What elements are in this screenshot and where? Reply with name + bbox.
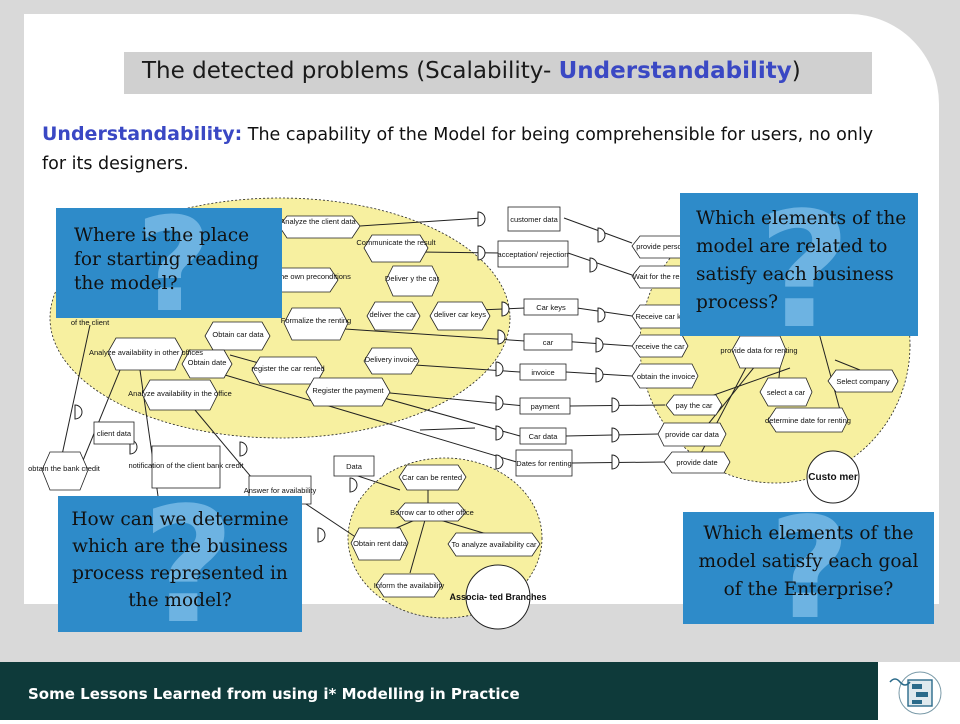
task-borrow-car: Borrow car to other office <box>390 508 474 517</box>
callout-how-determine-text: How can we determine which are the busin… <box>71 509 289 611</box>
dependency-marker <box>497 329 506 345</box>
task-obtain-date: Obtain date <box>188 358 227 367</box>
resource-client-data: client data <box>97 429 132 438</box>
logo-box <box>878 662 960 720</box>
dependency-marker <box>495 395 504 411</box>
question-mark-icon: ? <box>769 512 851 624</box>
callout-where-start: ? Where is the place for starting readin… <box>56 208 282 318</box>
task-provide-data-renting: provide data for renting <box>720 346 797 355</box>
definition-text: The capability of the Model for being co… <box>42 125 874 174</box>
footer-text: Some Lessons Learned from using i* Model… <box>28 685 520 703</box>
dependency-marker <box>317 527 326 543</box>
dependency-marker <box>495 425 504 441</box>
dependency-marker <box>495 361 504 377</box>
resource-car-data: Car data <box>529 432 559 441</box>
task-obtain-rent-data: Obtain rent data <box>353 539 408 548</box>
branches-actor-label: Associa- ted Branches <box>449 592 546 602</box>
dependency-marker <box>597 307 606 323</box>
task-select-car: select a car <box>767 388 806 397</box>
question-mark-icon: ? <box>136 208 212 318</box>
resource-answer-availability: Answer for availability <box>244 486 317 495</box>
definition-term: Understandability: <box>42 123 243 145</box>
dependency-marker <box>611 454 620 470</box>
task-deliver-car: deliver the car <box>369 310 417 319</box>
resource-invoice: invoice <box>531 368 554 377</box>
task-register-car-rented: register the car rented <box>251 364 324 373</box>
dependency-marker <box>589 257 598 273</box>
task-delivery-invoice: Delivery invoice <box>365 355 418 364</box>
question-mark-icon: ? <box>142 496 235 632</box>
dependency-marker <box>595 337 604 353</box>
task-wait-result: Wait for the result <box>633 272 692 281</box>
dependency-marker <box>477 211 486 227</box>
resource-data: Data <box>346 462 363 471</box>
task-provide-car-data: provide car data <box>665 430 720 439</box>
dependency-marker <box>595 367 604 383</box>
callout-which-related-text: Which elements of the model are related … <box>696 208 907 313</box>
task-inform-availability: Inform the availability <box>374 581 445 590</box>
question-mark-icon: ? <box>758 193 851 336</box>
task-of-the-client: of the client <box>71 318 110 327</box>
task-register-payment: Register the payment <box>312 386 384 395</box>
task-receive-car: receive the car <box>635 342 685 351</box>
task-analyze-client-data: Analyze the client data <box>280 217 356 226</box>
task-provide-personal: provide personal <box>636 242 692 251</box>
method-logo-icon <box>889 671 942 715</box>
callout-which-related: ? Which elements of the model are relate… <box>680 193 918 336</box>
dependency-marker <box>495 454 504 470</box>
slide-title: The detected problems (Scalability- Unde… <box>142 58 801 84</box>
title-bar <box>124 52 872 94</box>
dependency-marker <box>239 441 248 457</box>
customer-actor <box>806 450 860 504</box>
callout-which-goal: ? Which elements of the model satisfy ea… <box>683 512 934 624</box>
task-deliver-car-keys: deliver car keys <box>434 310 486 319</box>
task-deliver-the-car-top: Deliver y the car <box>385 274 440 283</box>
task-select-company: Select company <box>836 377 890 386</box>
dependency-marker <box>611 427 620 443</box>
dependency-marker <box>349 477 358 493</box>
task-car-can-be-rented: Car can be rented <box>402 473 462 482</box>
task-receive-car-keys: Receive car keys <box>635 312 692 321</box>
callout-which-goal-text: Which elements of the model satisfy each… <box>698 523 919 600</box>
task-communicate-result: Communicate the result <box>356 238 436 247</box>
dependency-marker <box>477 245 486 261</box>
resource-car: car <box>543 338 554 347</box>
task-formalize-renting: Formalize the renting <box>281 316 351 325</box>
dependency-marker <box>501 301 510 317</box>
dependency-marker <box>597 227 606 243</box>
dependency-marker <box>611 397 620 413</box>
dependency-marker <box>74 404 83 420</box>
task-pay-car: pay the car <box>675 401 713 410</box>
customer-actor-label: Custo mer <box>808 472 858 483</box>
callout-how-determine: ? How can we determine which are the bus… <box>58 496 302 632</box>
resource-payment: payment <box>531 402 561 411</box>
task-provide-date: provide date <box>676 458 717 467</box>
task-obtain-invoice: obtain the invoice <box>637 372 695 381</box>
task-analyze-avail-other: Analyze availability in other offices <box>89 348 203 357</box>
footer-bar <box>0 662 960 720</box>
task-obtain-bank-credit: obtain the bank credit <box>28 464 101 473</box>
definition-paragraph: Understandability: The capability of the… <box>42 120 902 179</box>
callout-where-start-text: Where is the place for starting reading … <box>74 225 259 294</box>
branches-actor <box>465 564 531 630</box>
task-analyze-own-preconditions: Analyze the own preconditions <box>249 272 351 281</box>
resource-dates-for-renting: Dates for renting <box>516 459 571 468</box>
task-analyze-avail-office: Analyze availability in the office <box>128 389 232 398</box>
resource-customer-data: customer data <box>510 215 558 224</box>
resource-acceptation-rejection: acceptation/ rejection <box>498 250 569 259</box>
task-analyze-avail-car: To analyze availability car <box>451 540 537 549</box>
task-determine-date: determine date for renting <box>765 416 851 425</box>
resource-car-keys: Car keys <box>536 303 566 312</box>
task-obtain-car-data: Obtain car data <box>212 330 264 339</box>
resource-notification-bank-credit: notification of the client bank credit <box>128 461 244 470</box>
